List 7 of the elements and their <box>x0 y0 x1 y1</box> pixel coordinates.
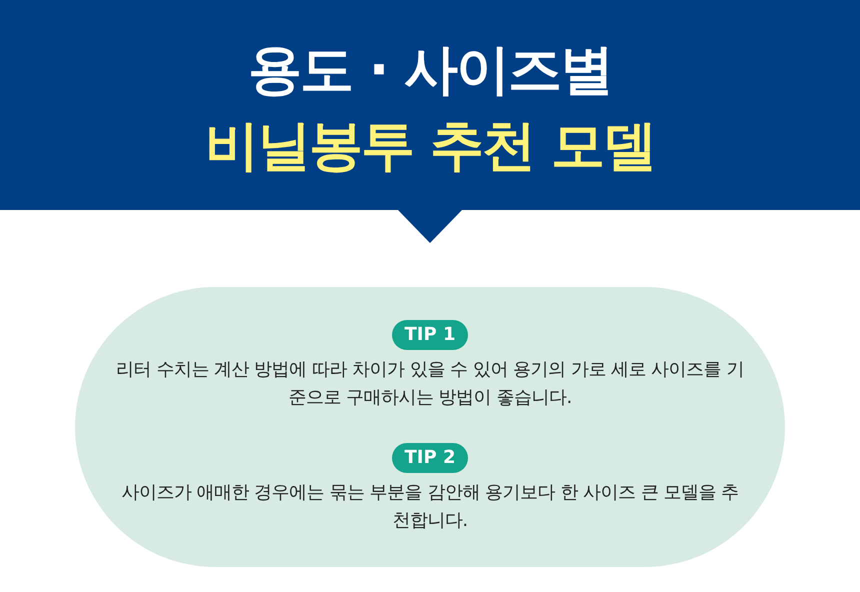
tip-text: 사이즈가 애매한 경우에는 묶는 부분을 감안해 용기보다 한 사이즈 큰 모델을 추천합니다. <box>120 481 740 533</box>
title-banner <box>0 0 860 243</box>
tip-badge: TIP 1 <box>392 320 468 350</box>
title-text: 용도 · 사이즈별 <box>246 38 614 102</box>
title-text: 비닐봉투 추천 모델 <box>204 114 656 178</box>
tip-text: 리터 수치는 계산 방법에 따라 차이가 있을 수 있어 용기의 가로 세로 사이즈를 기준으로 구매하시는 방법이 좋습니다. <box>115 358 745 410</box>
tip-badge: TIP 2 <box>392 443 468 473</box>
